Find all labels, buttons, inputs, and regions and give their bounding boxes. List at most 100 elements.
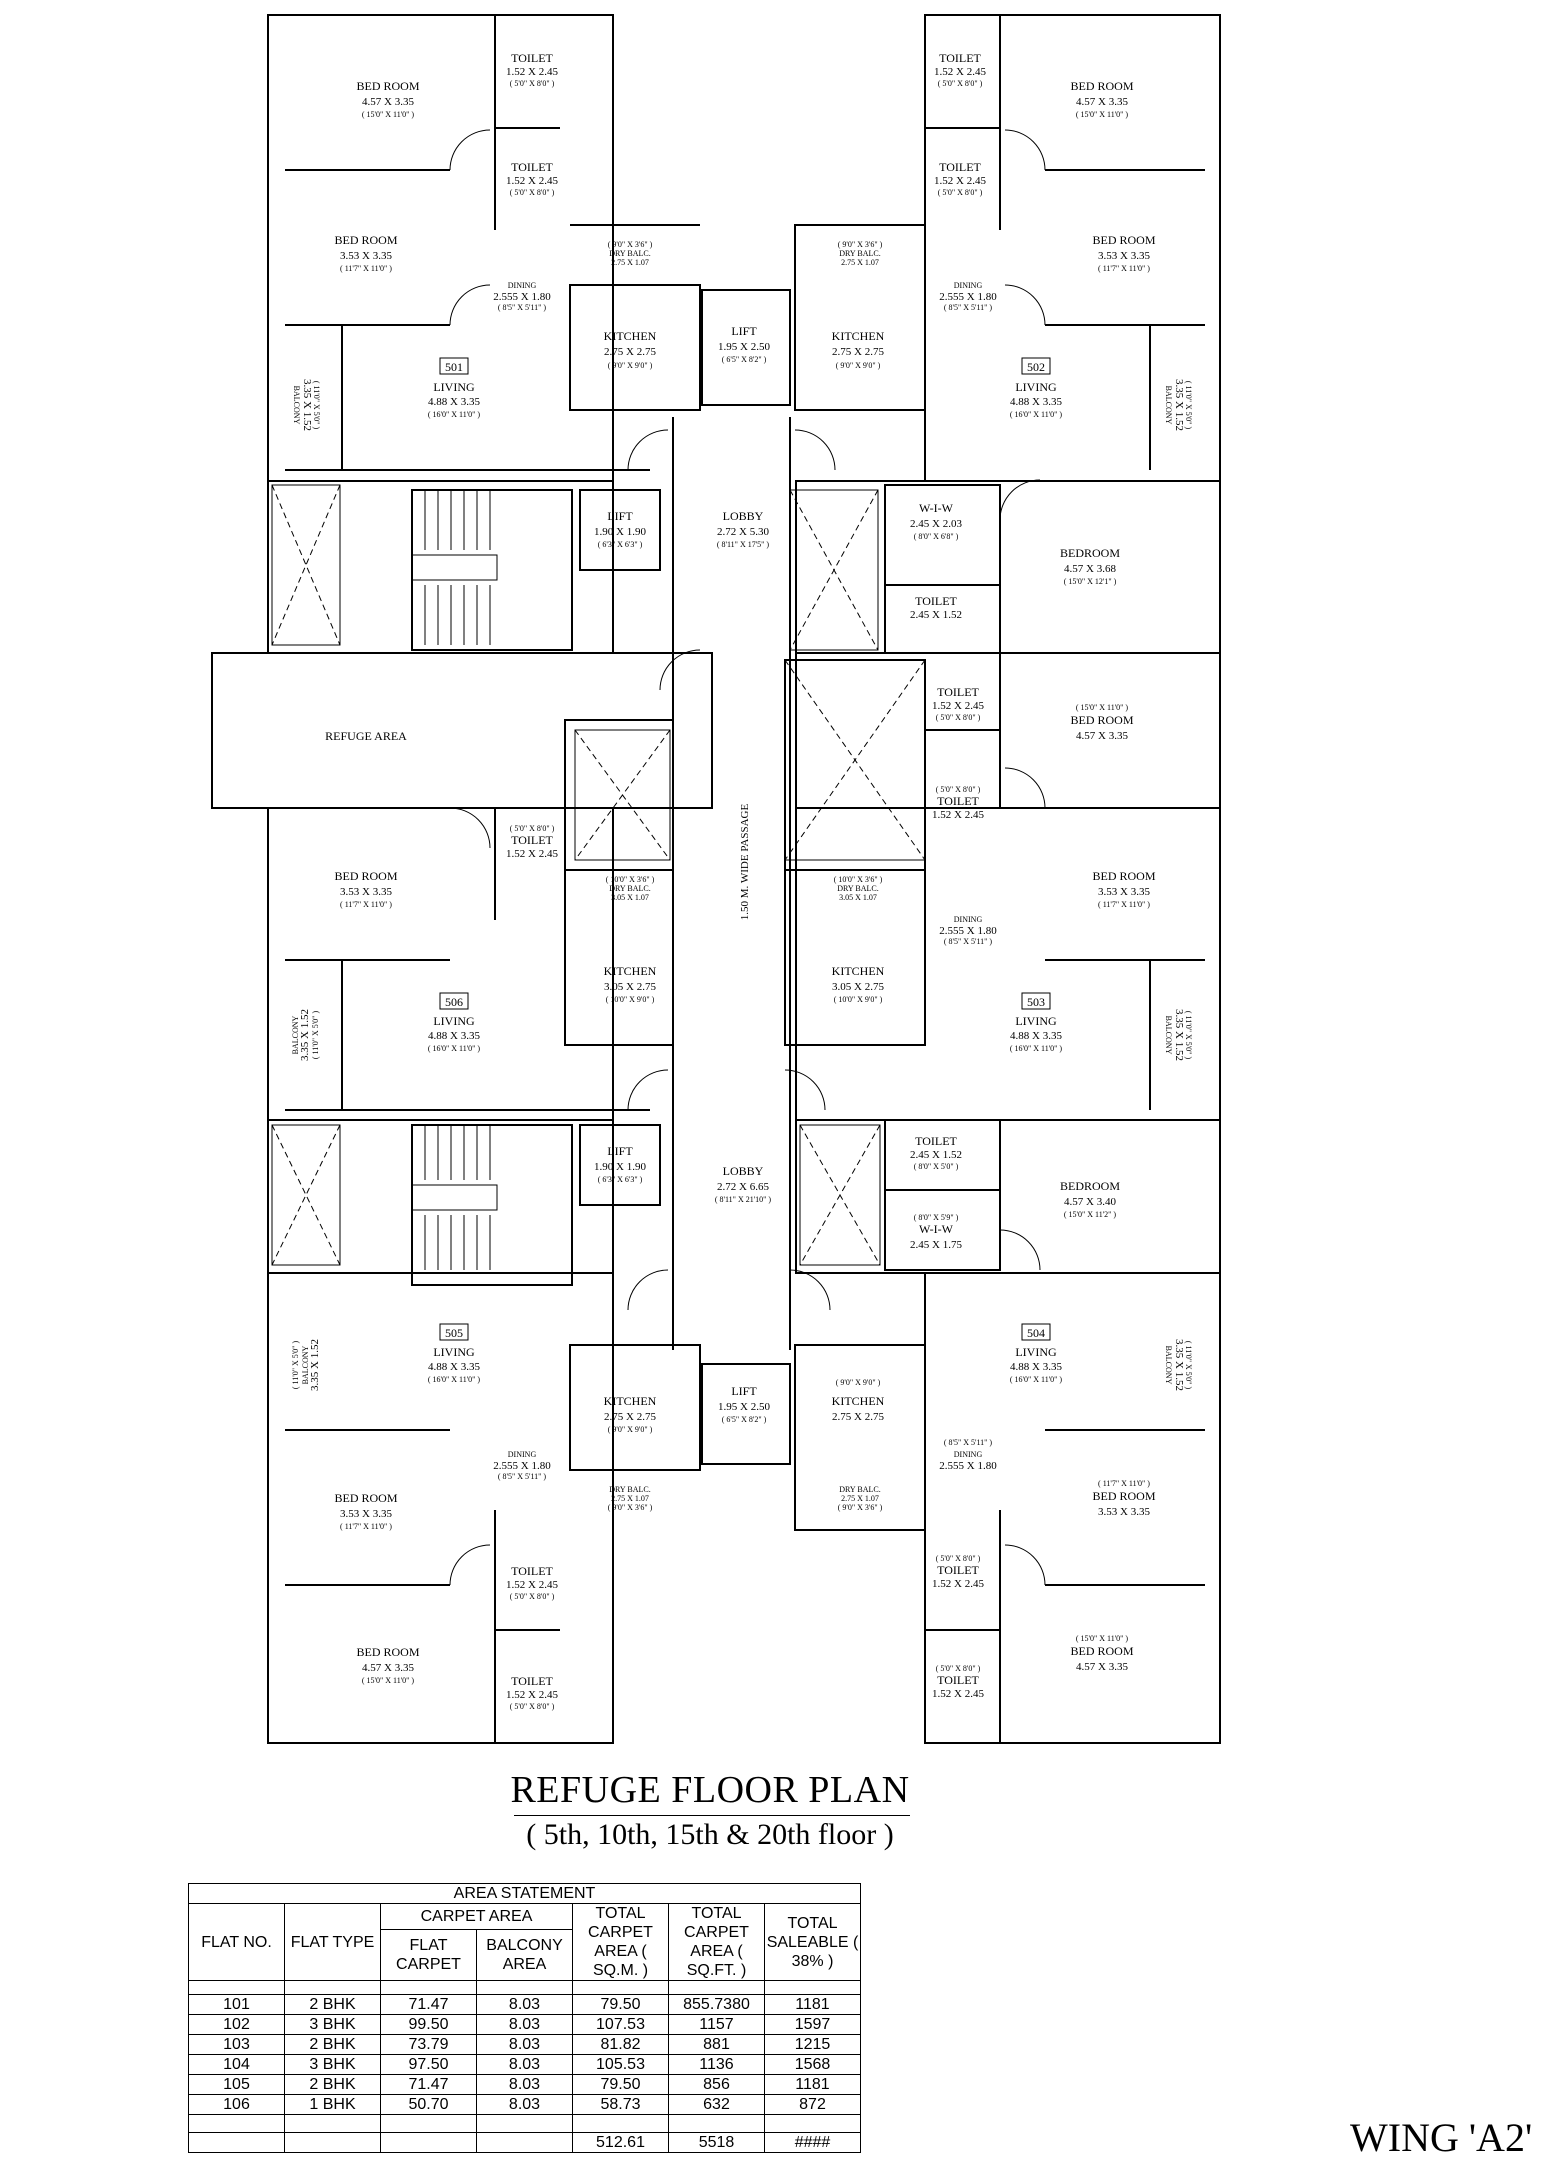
svg-text:DRY BALC.: DRY BALC. [609,249,651,258]
svg-text:DINING: DINING [508,281,537,290]
kitchen-503: KITCHEN 3.05 X 2.75 ( 10'0" X 9'0" ) [832,964,885,1004]
table-cell: 104 [188,2054,285,2075]
table-cell: 1 BHK [284,2094,381,2115]
flat-503: 503 [1021,992,1051,1010]
svg-text:( 9'0" X 3'6" ): ( 9'0" X 3'6" ) [838,240,883,249]
svg-text:2.75 X 2.75: 2.75 X 2.75 [604,346,656,358]
col-total-sqft: TOTAL CARPET AREA ( SQ.FT. ) [668,1903,765,1981]
svg-text:( 10'0" X 3'6" ): ( 10'0" X 3'6" ) [606,875,655,884]
svg-text:3.05 X 2.75: 3.05 X 2.75 [832,981,884,993]
svg-text:1.52 X 2.45: 1.52 X 2.45 [932,1578,984,1590]
svg-text:TOILET: TOILET [937,1673,979,1687]
col-carpet-area: CARPET AREA [380,1902,573,1931]
svg-text:BED ROOM: BED ROOM [1092,233,1155,247]
svg-text:4.57 X 3.35: 4.57 X 3.35 [1076,730,1128,742]
svg-text:TOILET: TOILET [511,160,553,174]
svg-text:( 6'5" X 8'2" ): ( 6'5" X 8'2" ) [722,355,767,364]
svg-text:LIVING: LIVING [433,1345,475,1359]
flat-501: 501 [439,357,469,375]
svg-text:1.52 X 2.45: 1.52 X 2.45 [506,66,558,78]
svg-text:1.52 X 2.45: 1.52 X 2.45 [506,1579,558,1591]
svg-text:( 8'0" X 6'8" ): ( 8'0" X 6'8" ) [914,532,959,541]
svg-text:TOILET: TOILET [937,794,979,808]
svg-text:3.53 X 3.35: 3.53 X 3.35 [1098,1506,1150,1518]
svg-text:( 11'7" X 11'0" ): ( 11'7" X 11'0" ) [340,1522,392,1531]
svg-text:DRY BALC.: DRY BALC. [839,249,881,258]
svg-text:4.88 X 3.35: 4.88 X 3.35 [428,1361,480,1373]
table-cell: 3 BHK [284,2014,381,2035]
svg-text:( 5'0" X 8'0" ): ( 5'0" X 8'0" ) [938,188,983,197]
svg-text:( 16'0" X 11'0" ): ( 16'0" X 11'0" ) [428,1044,481,1053]
svg-text:( 11'0" X 5'0" ): ( 11'0" X 5'0" ) [1184,1341,1193,1390]
table-cell: 8.03 [476,2034,573,2055]
svg-text:1.50 M. WIDE PASSAGE: 1.50 M. WIDE PASSAGE [739,804,751,921]
plan-title: REFUGE FLOOR PLAN [510,1769,910,1811]
svg-text:1.95 X 2.50: 1.95 X 2.50 [718,341,770,353]
svg-text:BALCONY: BALCONY [1164,1016,1173,1055]
svg-text:BED ROOM: BED ROOM [356,1645,419,1659]
svg-text:3.53 X 3.35: 3.53 X 3.35 [340,1508,392,1520]
svg-text:DRY BALC.: DRY BALC. [839,1485,881,1494]
col-flat-type: FLAT TYPE [284,1903,381,1981]
svg-text:3.35 X 1.52: 3.35 X 1.52 [1173,1339,1185,1391]
table-cell: 8.03 [476,1994,573,2015]
svg-text:TOILET: TOILET [915,1134,957,1148]
svg-text:( 16'0" X 11'0" ): ( 16'0" X 11'0" ) [1010,1044,1063,1053]
svg-text:4.88 X 3.35: 4.88 X 3.35 [1010,1361,1062,1373]
table-cell: 2 BHK [284,2034,381,2055]
svg-text:2.72 X 6.65: 2.72 X 6.65 [717,1181,769,1193]
svg-text:503: 503 [1027,995,1045,1009]
svg-text:( 15'0" X 11'2" ): ( 15'0" X 11'2" ) [1064,1210,1117,1219]
svg-text:KITCHEN: KITCHEN [832,964,885,978]
svg-text:1.52 X 2.45: 1.52 X 2.45 [932,1688,984,1700]
svg-text:( 9'0" X 3'6" ): ( 9'0" X 3'6" ) [608,240,653,249]
wiw-1: W-I-W2.45 X 2.03( 8'0" X 6'8" ) [910,501,962,541]
svg-text:2.45 X 1.52: 2.45 X 1.52 [910,1149,962,1161]
svg-text:( 5'0" X 8'0" ): ( 5'0" X 8'0" ) [510,824,555,833]
svg-text:LIVING: LIVING [1015,1345,1057,1359]
dry-balcony-e-3: ( 10'0" X 3'6" )DRY BALC.3.05 X 1.07 [834,875,883,902]
svg-text:( 11'0" X 5'0" ): ( 11'0" X 5'0" ) [1184,381,1193,430]
table-cell: 50.70 [380,2094,477,2115]
flat-504: 504 [1021,1323,1051,1341]
col-flat-carpet: FLAT CARPET [380,1929,477,1981]
svg-text:504: 504 [1027,1326,1045,1340]
svg-text:( 15'0" X 11'0" ): ( 15'0" X 11'0" ) [362,1676,415,1685]
total-saleable: #### [764,2132,861,2153]
svg-text:LIVING: LIVING [433,380,475,394]
table-cell: 1597 [764,2014,861,2035]
svg-text:( 11'0" X 5'0" ): ( 11'0" X 5'0" ) [1184,1011,1193,1060]
svg-text:DINING: DINING [954,915,983,924]
svg-text:( 10'0" X 9'0" ): ( 10'0" X 9'0" ) [834,995,883,1004]
table-cell: 881 [668,2034,765,2055]
svg-text:DINING: DINING [954,281,983,290]
svg-text:4.88 X 3.35: 4.88 X 3.35 [1010,1030,1062,1042]
dry-balcony-ne: ( 9'0" X 3'6" )DRY BALC.2.75 X 1.07 [838,240,883,267]
dry-balcony-sw: DRY BALC.2.75 X 1.07( 9'0" X 3'6" ) [608,1485,653,1512]
svg-text:DRY BALC.: DRY BALC. [609,884,651,893]
svg-text:TOILET: TOILET [915,594,957,608]
svg-text:4.57 X 3.40: 4.57 X 3.40 [1064,1196,1116,1208]
svg-text:2.555 X 1.80: 2.555 X 1.80 [939,925,997,937]
svg-text:( 8'5" X 5'11" ): ( 8'5" X 5'11" ) [498,1472,547,1481]
table-cell: 8.03 [476,2054,573,2075]
svg-text:( 6'3" X 6'3" ): ( 6'3" X 6'3" ) [598,540,643,549]
svg-text:BED ROOM: BED ROOM [1092,1489,1155,1503]
svg-text:2.75 X 2.75: 2.75 X 2.75 [604,1411,656,1423]
